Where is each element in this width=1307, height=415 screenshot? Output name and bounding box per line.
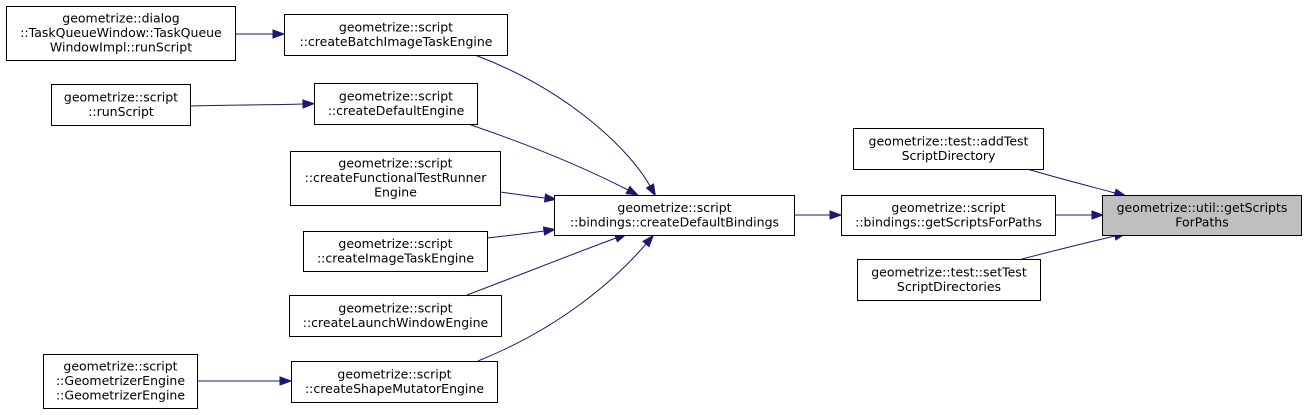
node-label-line: ::GeometrizerEngine (56, 373, 185, 388)
node-geometrizerEngine[interactable]: geometrize::script::GeometrizerEngine::G… (43, 354, 198, 409)
edge-line (499, 191, 546, 199)
node-box[interactable] (284, 14, 508, 56)
node-label-line: ::TaskQueueWindow::TaskQueue (20, 25, 222, 40)
arrowhead-icon (272, 29, 286, 39)
edge-createBatch-to-createDefaultBindings (474, 54, 657, 197)
node-setTest[interactable]: geometrize::test::setTestScriptDirectori… (857, 259, 1041, 301)
edge-createFunctional-to-createDefaultBindings (499, 191, 558, 203)
node-box[interactable] (314, 83, 478, 125)
node-box[interactable] (6, 6, 236, 61)
node-label-line: geometrize::script (891, 200, 1005, 215)
node-box[interactable] (290, 151, 501, 206)
node-label-line: ::createDefaultEngine (328, 103, 465, 118)
node-label-line: ::bindings::getScriptsForPaths (855, 214, 1042, 229)
node-box[interactable] (841, 195, 1056, 236)
arrowhead-icon (302, 99, 316, 109)
node-createImageTask[interactable]: geometrize::script::createImageTaskEngin… (303, 231, 488, 272)
node-label-line: geometrize::script (338, 236, 452, 251)
arrowhead-icon (1091, 210, 1105, 220)
edge-createImageTask-to-createDefaultBindings (486, 226, 557, 239)
edge-createDefault-to-createDefaultBindings (467, 123, 640, 196)
node-label-line: geometrize::script (337, 366, 451, 381)
node-label-line: ::bindings::createDefaultBindings (570, 214, 779, 229)
node-label-line: Engine (374, 185, 417, 200)
node-label-line: ::createShapeMutatorEngine (305, 381, 484, 396)
node-taskQueue[interactable]: geometrize::dialog::TaskQueueWindow::Tas… (6, 6, 236, 61)
node-label-line: ::createImageTaskEngine (317, 250, 474, 265)
arrowhead-icon (625, 185, 640, 196)
node-label-line: geometrize::script (617, 200, 731, 215)
node-box[interactable] (51, 84, 191, 126)
edge-taskQueue-to-createBatch (235, 29, 286, 39)
node-box[interactable] (289, 295, 502, 337)
node-label-line: ForPaths (1175, 214, 1229, 229)
node-label-line: ::createLaunchWindowEngine (303, 315, 489, 330)
edge-line (189, 103, 304, 107)
node-box[interactable] (853, 128, 1044, 170)
node-box[interactable] (554, 195, 795, 236)
node-label-line: ::createBatchImageTaskEngine (300, 34, 493, 49)
node-box[interactable] (857, 259, 1041, 301)
edge-line (474, 54, 651, 187)
node-label-line: geometrize::script (339, 88, 453, 103)
edge-createShape-to-createDefaultBindings (477, 234, 655, 362)
edge-createDefaultBindings-to-getScriptsForPaths (794, 210, 843, 220)
arrowhead-icon (542, 226, 557, 236)
arrowhead-icon (829, 210, 843, 220)
node-box[interactable] (291, 361, 498, 403)
edge-line (1021, 235, 1116, 260)
node-createBatch[interactable]: geometrize::script::createBatchImageTask… (284, 14, 508, 56)
node-label-line: ::GeometrizerEngine (56, 388, 185, 403)
node-label-line: geometrize::script (64, 89, 178, 104)
edge-line (477, 243, 647, 362)
edge-getScriptsForPaths-to-focus (1055, 210, 1105, 220)
node-createFunctional[interactable]: geometrize::script::createFunctionalTest… (290, 151, 501, 206)
node-label-line: geometrize::script (338, 300, 452, 315)
node-label-line: geometrize::dialog (62, 11, 179, 26)
arrowhead-icon (543, 193, 558, 203)
arrowhead-icon (645, 183, 657, 197)
node-label-line: geometrize::script (63, 359, 177, 374)
focus-node-box[interactable] (1102, 195, 1302, 236)
node-createShape[interactable]: geometrize::script::createShapeMutatorEn… (291, 361, 498, 403)
node-createDefaultBindings[interactable]: geometrize::script::bindings::createDefa… (554, 195, 795, 236)
node-createDefault[interactable]: geometrize::script::createDefaultEngine (314, 83, 478, 125)
node-label-line: geometrize::script (338, 156, 452, 171)
graph-nodes: geometrize::util::getScriptsForPathsgeom… (6, 6, 1302, 409)
node-label-line: geometrize::test::addTest (869, 133, 1029, 148)
edge-addTest-to-focus (1026, 168, 1128, 198)
node-label-line: ScriptDirectory (902, 148, 996, 163)
node-label-line: WindowImpl::runScript (50, 40, 192, 55)
node-box[interactable] (43, 354, 198, 409)
node-createLaunch[interactable]: geometrize::script::createLaunchWindowEn… (289, 295, 502, 337)
node-label-line: geometrize::util::getScripts (1117, 200, 1288, 215)
node-getScriptsForPaths[interactable]: geometrize::script::bindings::getScripts… (841, 195, 1056, 236)
edge-createLaunch-to-createDefaultBindings (466, 233, 628, 296)
node-focus[interactable]: geometrize::util::getScriptsForPaths (1102, 195, 1302, 236)
node-label-line: ::createFunctionalTestRunner (305, 170, 488, 185)
node-label-line: geometrize::test::setTest (871, 264, 1027, 279)
node-label-line: ScriptDirectories (897, 279, 1001, 294)
node-runScript[interactable]: geometrize::script::runScript (51, 84, 191, 126)
edge-geometrizerEngine-to-createShape (197, 376, 293, 386)
edge-line (486, 230, 545, 239)
arrowhead-icon (279, 376, 293, 386)
arrowhead-icon (642, 234, 655, 248)
edge-line (467, 123, 629, 191)
graph-edges (189, 29, 1128, 386)
edge-runScript-to-createDefault (189, 99, 316, 109)
node-label-line: ::runScript (88, 104, 154, 119)
edge-line (1026, 168, 1116, 194)
node-box[interactable] (303, 231, 488, 272)
edge-line (466, 237, 617, 296)
node-label-line: geometrize::script (339, 19, 453, 34)
edge-setTest-to-focus (1021, 231, 1128, 260)
